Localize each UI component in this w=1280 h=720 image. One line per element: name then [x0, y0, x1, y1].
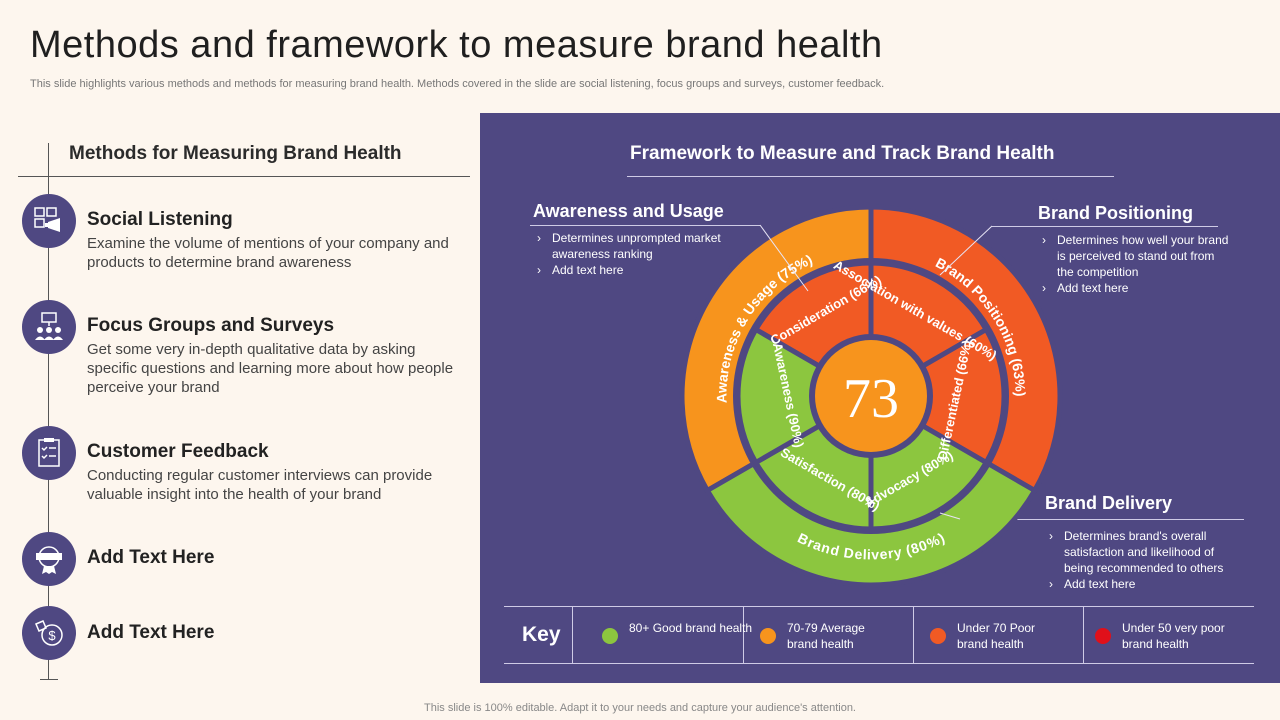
key-dot-orange — [760, 628, 776, 644]
key-separator — [743, 606, 744, 664]
key-item-good: 80+ Good brand health — [602, 619, 762, 653]
method-social-listening: Social Listening Examine the volume of m… — [87, 208, 467, 272]
key-text: 80+ Good brand health — [629, 621, 753, 635]
delivery-title: Brand Delivery — [1045, 493, 1173, 513]
key-separator — [913, 606, 914, 664]
key-dot-red-orange — [930, 628, 946, 644]
inner-segment-awareness — [735, 326, 876, 466]
inner-segment-differentiated — [866, 326, 1007, 466]
key-text: Under 70 Poor brand health — [957, 621, 1036, 651]
methods-heading-divider — [18, 176, 470, 177]
key-item-very-poor: Under 50 very poor brand health — [1095, 619, 1255, 653]
money-tag-icon: $ — [22, 606, 76, 660]
key-text: 70-79 Average brand health — [787, 621, 865, 651]
method-title: Social Listening — [87, 209, 233, 230]
key-separator — [572, 606, 573, 664]
key-dot-red — [1095, 628, 1111, 644]
focus-group-icon — [22, 300, 76, 354]
key-bottom-divider — [504, 663, 1254, 664]
bullet: Add text here — [534, 262, 744, 278]
bullet: Determines unprompted market awareness r… — [534, 230, 744, 262]
social-listening-icon — [22, 194, 76, 248]
positioning-title: Brand Positioning — [1038, 203, 1193, 223]
key-item-poor: Under 70 Poor brand health — [930, 619, 1090, 653]
framework-panel: Framework to Measure and Track Brand Hea… — [480, 113, 1280, 683]
center-score: 73 — [843, 368, 899, 430]
footer-note: This slide is 100% editable. Adapt it to… — [424, 702, 856, 714]
key-text: Under 50 very poor brand health — [1122, 621, 1225, 651]
key-item-average: 70-79 Average brand health — [760, 619, 920, 653]
key-top-divider — [504, 606, 1254, 607]
awareness-title-underline — [530, 225, 760, 226]
bullet: Add text here — [1046, 576, 1246, 592]
timeline-line-cap — [40, 679, 58, 680]
center-score-circle — [815, 340, 927, 452]
method-customer-feedback: Customer Feedback Conducting regular cus… — [87, 440, 467, 504]
method-desc: Examine the volume of mentions of your c… — [87, 235, 449, 271]
page-title: Methods and framework to measure brand h… — [30, 24, 883, 66]
method-add-text-2: Add Text Here — [87, 621, 467, 645]
brand-health-wheel: 73 Awareness & Usage (75%) Brand Positio… — [679, 204, 1063, 588]
method-title: Add Text Here — [87, 547, 215, 568]
feedback-checklist-icon — [22, 426, 76, 480]
positioning-bullets: Determines how well your brand is percei… — [1039, 232, 1229, 296]
rating-badge-icon — [22, 532, 76, 586]
awareness-title: Awareness and Usage — [533, 201, 724, 221]
key-label: Key — [522, 623, 561, 646]
method-title: Add Text Here — [87, 622, 215, 643]
method-desc: Conducting regular customer interviews c… — [87, 467, 433, 503]
method-desc: Get some very in-depth qualitative data … — [87, 341, 454, 396]
key-dot-green — [602, 628, 618, 644]
method-add-text-1: Add Text Here — [87, 546, 467, 570]
timeline-line — [48, 143, 49, 680]
bullet: Determines how well your brand is percei… — [1039, 232, 1229, 280]
method-title: Focus Groups and Surveys — [87, 315, 335, 336]
bullet: Add text here — [1039, 280, 1229, 296]
svg-text:$: $ — [48, 628, 56, 643]
method-focus-groups: Focus Groups and Surveys Get some very i… — [87, 314, 467, 397]
framework-heading: Framework to Measure and Track Brand Hea… — [630, 143, 1055, 164]
key-separator — [1083, 606, 1084, 664]
awareness-bullets: Determines unprompted market awareness r… — [534, 230, 744, 278]
bullet: Determines brand's overall satisfaction … — [1046, 528, 1246, 576]
delivery-bullets: Determines brand's overall satisfaction … — [1046, 528, 1246, 592]
positioning-title-underline — [992, 226, 1218, 227]
method-title: Customer Feedback — [87, 441, 269, 462]
framework-heading-divider — [627, 176, 1114, 177]
methods-heading: Methods for Measuring Brand Health — [69, 143, 402, 164]
delivery-title-underline — [960, 519, 1244, 520]
leader-lines — [759, 224, 993, 520]
page-subtitle: This slide highlights various methods an… — [30, 78, 885, 90]
